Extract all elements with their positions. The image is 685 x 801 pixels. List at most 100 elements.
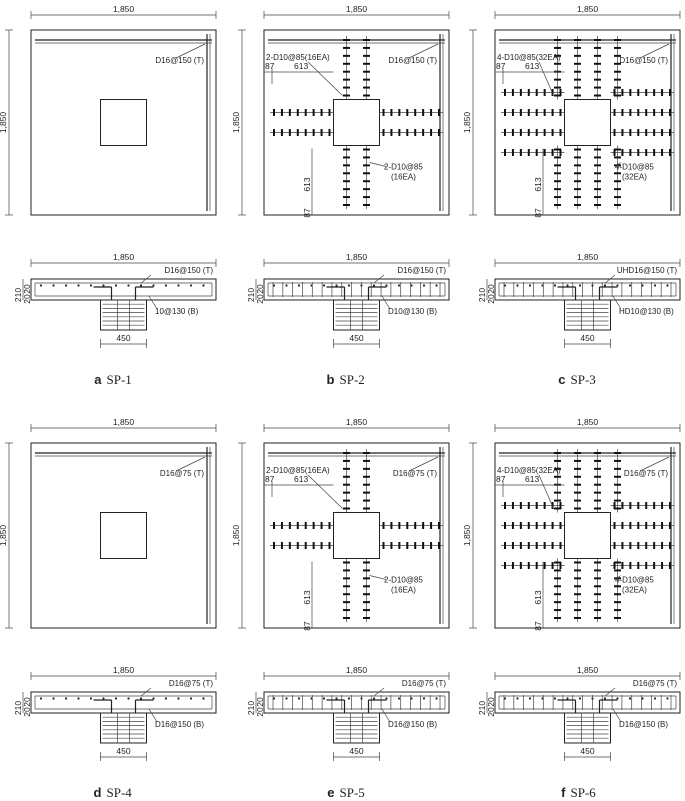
section-rebar-dot	[297, 697, 301, 700]
section-thickness: 210	[13, 288, 23, 302]
section-rebar-dot	[372, 697, 376, 700]
slab-section-outline	[263, 278, 450, 301]
section-rebar-dot	[89, 284, 93, 287]
section-rebar-dot	[410, 697, 413, 700]
section-rebar-dot	[603, 284, 607, 287]
section-cover-bottom: 20	[22, 294, 32, 304]
section-rebar-dot	[89, 697, 93, 700]
section-rebar-dot	[641, 697, 644, 700]
caption-letter: c	[558, 372, 565, 387]
section-cover-bottom: 20	[486, 707, 496, 717]
section-rebar-dot	[272, 697, 276, 700]
shear-label-leader	[307, 61, 343, 96]
dim-613-left: 613	[302, 177, 312, 191]
section-width-dimension: 1,850	[113, 665, 135, 675]
section-width-dimension: 1,850	[113, 252, 135, 262]
caption-letter: a	[94, 372, 102, 387]
section-rebar-dot	[616, 284, 619, 287]
section-rebar-dot	[653, 284, 657, 287]
column-outline	[564, 512, 611, 559]
top-rebar-leader	[408, 43, 439, 59]
section-bottom-leader	[612, 708, 622, 723]
caption-name: SP-2	[340, 372, 365, 387]
section-rebar-dot	[39, 284, 43, 287]
shear-label-leader	[616, 162, 621, 167]
slab-section-outline	[30, 691, 217, 714]
section-cover-top: 20	[22, 284, 32, 294]
plan-height-dimension: 1,850	[0, 525, 8, 547]
shear-reinf-label-bottom-2: (32EA)	[622, 173, 647, 182]
section-cover-top: 20	[255, 284, 265, 294]
section-rebar-dot	[189, 284, 193, 287]
shear-reinf-label-top: 4-D10@85(32EA)	[497, 53, 561, 62]
shear-reinf-label-bottom-1: 2-D10@85	[384, 163, 423, 172]
plan-width-dimension: 1,850	[577, 4, 599, 14]
section-rebar-dot	[52, 697, 55, 700]
section-rebar-dot	[285, 697, 288, 700]
section-rebar-dot	[347, 284, 351, 287]
section-cover-top: 20	[255, 697, 265, 707]
column-stub-outline	[564, 299, 611, 331]
section-thickness: 210	[477, 701, 487, 715]
dim-613-top: 613	[525, 61, 539, 71]
section-top-label: D16@150 (T)	[397, 266, 446, 275]
section-rebar-dot	[177, 284, 180, 287]
section-top-leader	[373, 687, 385, 697]
section-rebar-dot	[127, 284, 130, 287]
section-top-label: D16@75 (T)	[402, 679, 446, 688]
plan-height-dimension: 1,850	[231, 112, 241, 134]
section-rebar-dot	[435, 697, 438, 700]
caption-name: SP-3	[571, 372, 596, 387]
shear-label-leader	[616, 575, 621, 580]
section-bottom-leader	[612, 295, 622, 310]
slab-plan-outline	[494, 442, 681, 629]
caption-name: SP-6	[571, 785, 597, 800]
dim-87-left: 87	[302, 621, 312, 631]
column-width-dimension: 450	[116, 333, 130, 343]
shear-reinf-label-bottom-1: 2-D10@85	[384, 576, 423, 585]
column-outline	[100, 99, 147, 146]
dim-87-left: 87	[302, 208, 312, 218]
section-rebar-dot	[64, 284, 68, 287]
dim-613-left: 613	[302, 590, 312, 604]
section-thickness: 210	[477, 288, 487, 302]
section-cover-bottom: 20	[486, 294, 496, 304]
section-rebar-dot	[372, 284, 376, 287]
section-top-label: D16@75 (T)	[633, 679, 677, 688]
section-rebar-dot	[516, 697, 519, 700]
shear-reinf-label-bottom-2: (32EA)	[622, 586, 647, 595]
top-rebar-label: D16@75 (T)	[160, 469, 204, 478]
section-thickness: 210	[246, 288, 256, 302]
section-rebar-dot	[666, 697, 669, 700]
section-rebar-dot	[202, 697, 205, 700]
slab-plan-outline	[30, 29, 217, 216]
section-top-leader	[373, 274, 385, 284]
shear-reinf-label-top: 2-D10@85(16EA)	[266, 53, 330, 62]
shear-label-leader	[307, 474, 343, 509]
section-rebar-dot	[553, 284, 557, 287]
section-bottom-label: D16@150 (B)	[619, 720, 668, 729]
shear-label-leader	[369, 575, 387, 580]
caption-name: SP-4	[107, 785, 133, 800]
section-rebar-dot	[39, 697, 43, 700]
section-rebar-dot	[422, 284, 426, 287]
slab-plan-outline	[494, 29, 681, 216]
section-rebar-dot	[616, 697, 619, 700]
section-rebar-dot	[189, 697, 193, 700]
section-rebar-dot	[114, 284, 118, 287]
plan-width-dimension: 1,850	[577, 417, 599, 427]
plan-height-dimension: 1,850	[462, 112, 472, 134]
plan-width-dimension: 1,850	[113, 4, 135, 14]
top-rebar-leader	[639, 456, 670, 472]
top-rebar-label: D16@150 (T)	[619, 56, 668, 65]
caption-letter: f	[561, 785, 566, 800]
section-top-label: D16@75 (T)	[169, 679, 213, 688]
column-stub-outline	[333, 712, 380, 744]
section-rebar-dot	[164, 284, 168, 287]
